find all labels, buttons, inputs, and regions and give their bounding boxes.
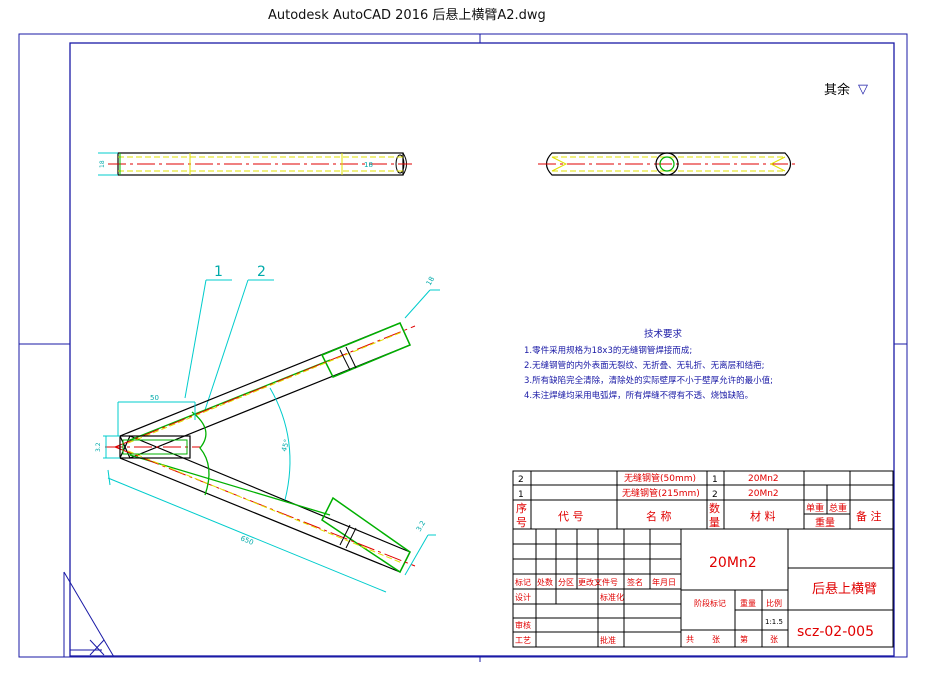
tech-title: 技术要求 [644, 328, 683, 340]
tb-drawing-no: scz-02-005 [797, 624, 874, 640]
tb-label-stage: 阶段标记 [694, 598, 726, 608]
bom-header-total-weight: 总重 [829, 502, 847, 514]
dim-angle: 45° [280, 438, 291, 452]
tb-label-date: 年月日 [652, 577, 676, 587]
tb-material: 20Mn2 [709, 555, 757, 571]
tb-label-design: 设计 [515, 592, 531, 602]
bom-header-unit-weight: 单重 [806, 502, 824, 514]
bom-header-code: 代 号 [558, 510, 584, 523]
tech-item-3: 3.所有缺陷完全清除，清除处的实际壁厚不小于壁厚允许的最小值; [524, 375, 773, 386]
title-block [512, 528, 894, 648]
bom-row-2-no: 1 [518, 490, 524, 500]
bom-header-remark: 备 注 [856, 509, 882, 523]
v-arm-dimensions [103, 289, 440, 593]
bom-row-1-material: 20Mn2 [748, 474, 779, 484]
bom-header-seq-2: 号 [516, 516, 527, 529]
dim-lower-end: 3.2 [415, 519, 427, 533]
weld-symbol: 18 [364, 161, 373, 169]
bom-header-qty-2: 量 [709, 516, 720, 529]
tb-label-sheet-no: 第 [740, 634, 748, 644]
tb-label-zone: 分区 [558, 578, 574, 587]
balloon-2: 2 [257, 264, 266, 280]
tb-label-count: 处数 [537, 577, 553, 587]
tb-label-sheets-total: 共 [686, 635, 694, 644]
bom-row-1-no: 2 [518, 475, 524, 485]
corner-marker [63, 571, 115, 658]
tb-label-approve: 批准 [600, 635, 616, 645]
top-view-tube[interactable]: 18 18 [98, 152, 412, 176]
bom-header-seq-1: 序 [516, 501, 527, 515]
tb-label-standard: 标准化 [600, 592, 624, 602]
v-arm-assembly[interactable] [105, 322, 416, 574]
title-block-labels: 标记 处数 分区 更改文件号 签名 年月日 设计 标准化 审核 工艺 批准 阶段… [515, 577, 782, 645]
tb-label-mark: 标记 [515, 577, 531, 587]
tech-item-4: 4.未注焊缝均采用电弧焊，所有焊缝不得有不透、烧蚀缺陷。 [524, 390, 753, 401]
roughness-symbol-icon: ▽ [858, 82, 868, 97]
dim-arm-length: 650 [239, 534, 254, 546]
tb-label-sheet-word: 张 [770, 635, 778, 644]
bom-row-2-material: 20Mn2 [748, 489, 779, 499]
tb-label-process: 工艺 [515, 636, 531, 645]
balloon-1: 1 [214, 264, 223, 280]
bom-header: 序 号 代 号 名 称 数 量 材 料 单重 总重 重量 备 注 [516, 501, 882, 529]
bom-header-weight: 重量 [815, 516, 835, 529]
dim-root-height: 3.2 [95, 442, 102, 452]
tb-label-review: 审核 [515, 620, 531, 630]
tb-label-sheets-word: 张 [712, 635, 720, 644]
bom-row-2-name: 无缝钢管(215mm) [622, 487, 700, 499]
dim-root-length: 50 [150, 394, 159, 402]
bom-header-qty-1: 数 [709, 502, 720, 515]
window-title: Autodesk AutoCAD 2016 后悬上横臂A2.dwg [268, 8, 546, 23]
bom-row-1-name: 无缝钢管(50mm) [624, 472, 696, 484]
tb-label-sign: 签名 [627, 577, 643, 587]
sheet-frame [18, 33, 908, 662]
drawing-canvas[interactable]: 其余 ▽ 18 18 1 2 [0, 24, 927, 675]
tb-label-ratio: 比例 [766, 598, 782, 608]
technical-requirements: 技术要求 1.零件采用规格为18x3的无缝钢管焊接而成; 2.无缝钢管的内外表面… [524, 328, 773, 401]
tb-part-name: 后悬上横臂 [812, 582, 877, 597]
surface-roughness-mark: 其余 ▽ [824, 82, 868, 98]
dim-upper-end: 18 [425, 275, 436, 287]
side-view-tube[interactable] [538, 152, 798, 176]
tech-item-1: 1.零件采用规格为18x3的无缝钢管焊接而成; [524, 345, 692, 356]
part-balloons [184, 279, 274, 411]
bom-row-1-qty: 1 [712, 475, 718, 485]
tb-label-change-doc: 更改文件号 [578, 577, 618, 587]
tech-item-2: 2.无缝钢管的内外表面无裂纹、无折叠、无轧折、无离层和结疤; [524, 360, 764, 371]
tb-scale: 1:1.5 [765, 618, 783, 626]
title-bar: Autodesk AutoCAD 2016 后悬上横臂A2.dwg [0, 0, 927, 24]
bom-header-name: 名 称 [646, 509, 672, 523]
bom-rows: 2 无缝钢管(50mm) 1 20Mn2 1 无缝钢管(215mm) 2 20M… [518, 472, 779, 500]
roughness-label: 其余 [824, 82, 850, 98]
bom-header-material: 材 料 [750, 509, 776, 523]
bom-row-2-qty: 2 [712, 490, 718, 500]
dim-tube-width: 18 [99, 160, 106, 168]
tb-label-weight: 重量 [740, 598, 756, 608]
